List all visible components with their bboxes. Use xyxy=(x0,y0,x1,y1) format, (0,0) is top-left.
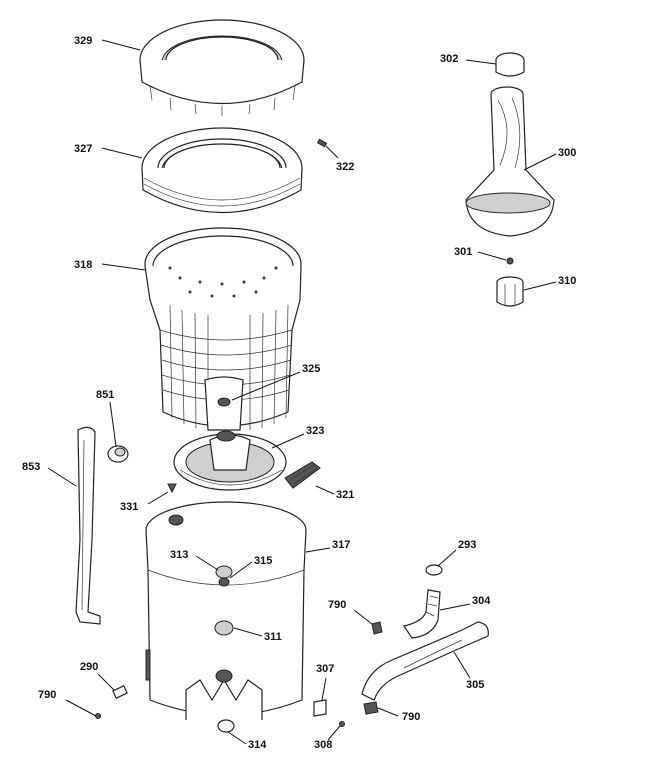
label-323: 323 xyxy=(306,425,324,437)
part-317-outer-tub xyxy=(145,501,307,720)
label-329: 329 xyxy=(74,35,92,47)
part-300-agitator xyxy=(465,86,555,237)
label-853: 853 xyxy=(22,461,40,473)
part-314-grommet xyxy=(217,719,235,733)
label-315: 315 xyxy=(254,555,272,567)
part-308-screw xyxy=(339,721,345,727)
part-329-tub-ring xyxy=(139,19,305,116)
label-302: 302 xyxy=(440,53,458,65)
part-331-clip xyxy=(167,483,177,494)
label-331: 331 xyxy=(120,501,138,513)
label-313: 313 xyxy=(170,549,188,561)
part-321-filter xyxy=(284,461,321,489)
part-293-clamp xyxy=(425,564,443,576)
label-290: 290 xyxy=(80,661,98,673)
part-790c-fitting xyxy=(363,701,379,715)
part-790a-screw xyxy=(95,713,101,719)
part-301-screw xyxy=(506,257,514,265)
part-307-bracket xyxy=(313,699,327,717)
label-318: 318 xyxy=(74,259,92,271)
label-293: 293 xyxy=(458,539,476,551)
part-322-screw xyxy=(316,138,328,148)
label-322: 322 xyxy=(336,161,354,173)
leader-lines xyxy=(47,39,557,745)
part-790b-screw xyxy=(371,621,383,635)
label-310: 310 xyxy=(558,275,576,287)
label-307: 307 xyxy=(316,663,334,675)
label-790-right: 790 xyxy=(402,711,420,723)
part-290-plug xyxy=(112,685,128,699)
part-853-tube xyxy=(75,426,101,625)
label-321: 321 xyxy=(336,489,354,501)
part-305-hose xyxy=(361,621,489,701)
label-314: 314 xyxy=(248,739,267,751)
part-310-coupling xyxy=(496,276,524,307)
label-308: 308 xyxy=(314,739,332,751)
part-302-cap xyxy=(495,52,525,77)
label-305: 305 xyxy=(466,679,484,691)
label-304: 304 xyxy=(472,595,491,607)
label-325: 325 xyxy=(302,363,320,375)
part-318-basket xyxy=(144,227,302,431)
label-790-middle: 790 xyxy=(328,599,346,611)
part-labels: 329 327 322 318 325 851 853 323 331 321 … xyxy=(22,35,576,751)
label-317: 317 xyxy=(332,539,350,551)
label-327: 327 xyxy=(74,143,92,155)
part-304-hose xyxy=(403,589,441,639)
part-323-basket-hub xyxy=(173,430,287,491)
part-851-cap xyxy=(107,445,129,463)
label-790-left: 790 xyxy=(38,689,56,701)
part-327-balance-ring xyxy=(141,127,303,214)
label-300: 300 xyxy=(558,147,576,159)
label-311: 311 xyxy=(264,631,282,643)
label-301: 301 xyxy=(454,246,472,258)
label-851: 851 xyxy=(96,389,114,401)
